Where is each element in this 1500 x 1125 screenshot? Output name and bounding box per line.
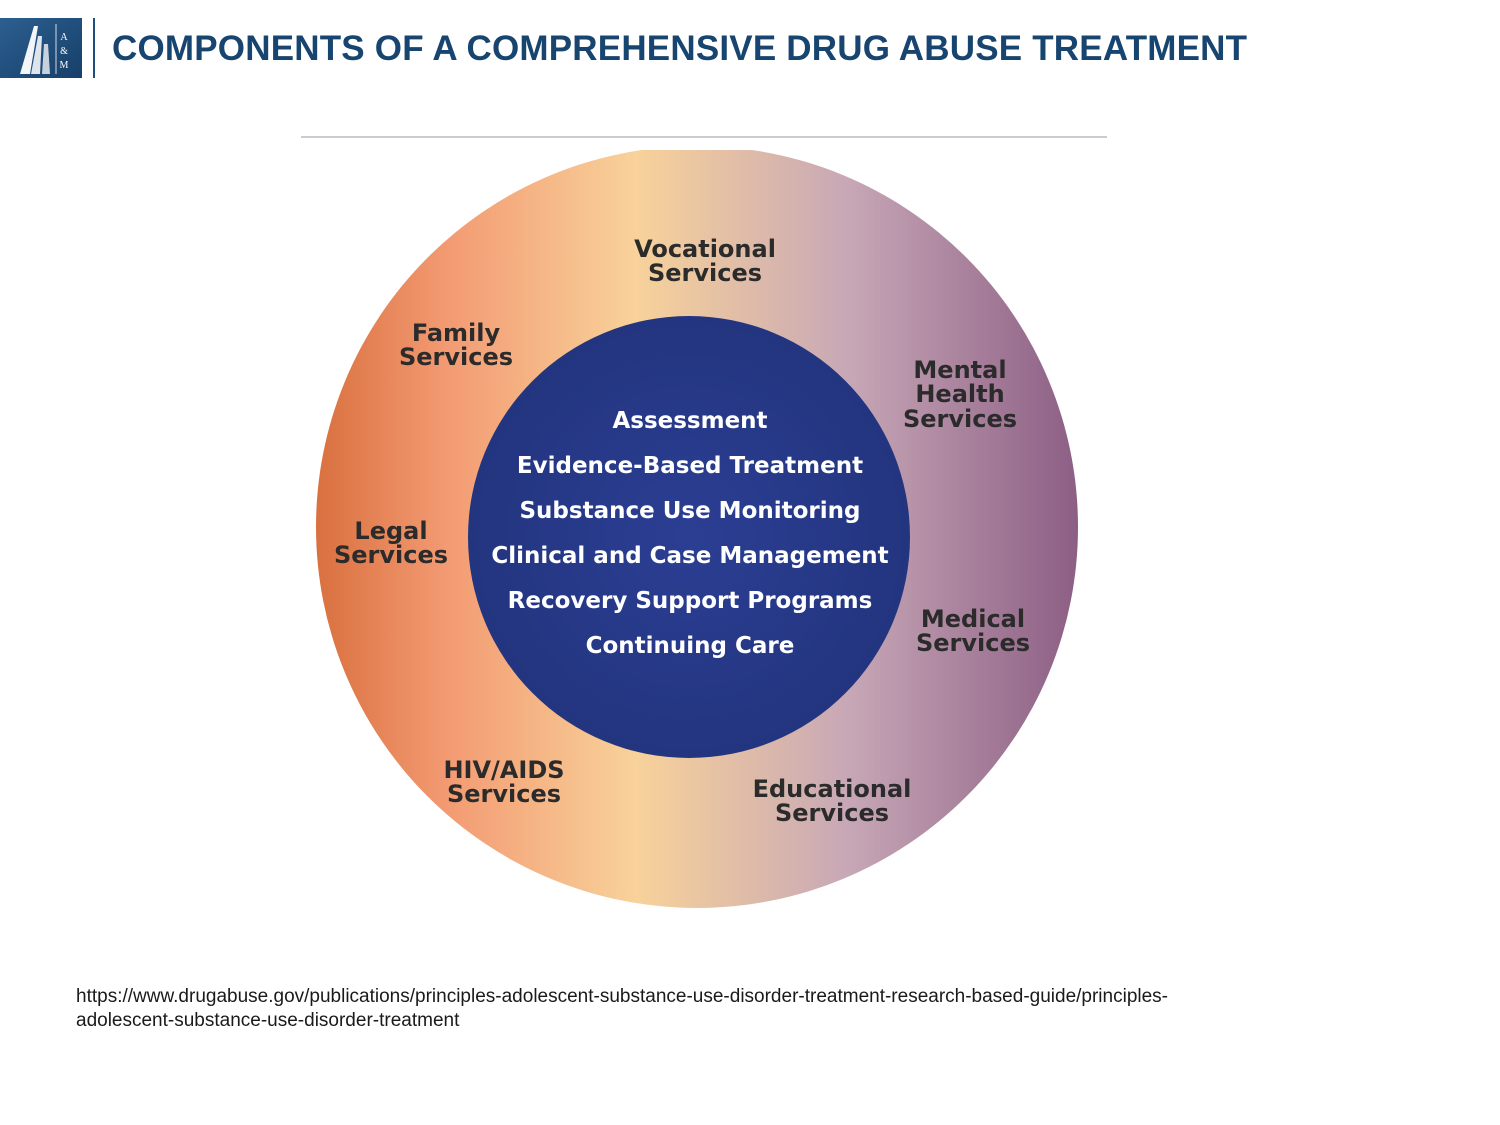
- service-family-line2: Services: [399, 343, 513, 371]
- top-rule: [301, 136, 1107, 138]
- service-family: Family Services: [399, 319, 513, 371]
- service-medical: Medical Services: [916, 605, 1030, 657]
- service-mental-health-line1: Mental: [913, 356, 1006, 384]
- service-legal: Legal Services: [334, 517, 448, 569]
- core-components: Assessment Evidence-Based Treatment Subs…: [491, 408, 888, 659]
- core-component-clinical-case-management: Clinical and Case Management: [491, 543, 888, 569]
- service-medical-line1: Medical: [921, 605, 1025, 633]
- logo-letter-m: M: [60, 60, 69, 71]
- source-citation: https://www.drugabuse.gov/publications/p…: [76, 985, 1296, 1033]
- diagram-svg: Assessment Evidence-Based Treatment Subs…: [316, 146, 1078, 908]
- core-component-continuing-care: Continuing Care: [586, 633, 795, 659]
- service-educational-line2: Services: [775, 799, 889, 827]
- core-component-recovery-support: Recovery Support Programs: [508, 588, 873, 614]
- service-medical-line2: Services: [916, 629, 1030, 657]
- service-educational-line1: Educational: [753, 775, 912, 803]
- am-logo: A & M: [0, 18, 82, 78]
- source-url-line2: adolescent-substance-use-disorder-treatm…: [76, 1010, 460, 1031]
- core-component-evidence-based-treatment: Evidence-Based Treatment: [517, 453, 863, 479]
- service-legal-line2: Services: [334, 541, 448, 569]
- service-labels: Vocational Services Family Services Ment…: [334, 235, 1030, 827]
- page-title: COMPONENTS OF A COMPREHENSIVE DRUG ABUSE…: [112, 29, 1248, 68]
- core-component-substance-use-monitoring: Substance Use Monitoring: [519, 498, 860, 524]
- service-hiv-aids: HIV/AIDS Services: [443, 756, 564, 808]
- service-mental-health-line3: Services: [903, 405, 1017, 433]
- service-hiv-aids-line1: HIV/AIDS: [443, 756, 564, 784]
- service-mental-health-line2: Health: [915, 380, 1004, 408]
- service-legal-line1: Legal: [354, 517, 427, 545]
- service-family-line1: Family: [412, 319, 501, 347]
- service-hiv-aids-line2: Services: [447, 780, 561, 808]
- service-educational: Educational Services: [753, 775, 912, 827]
- source-url-line1: https://www.drugabuse.gov/publications/p…: [76, 986, 1168, 1007]
- inner-circle: [468, 316, 910, 758]
- logo-ampersand: &: [60, 46, 68, 57]
- service-vocational-line1: Vocational: [634, 235, 776, 263]
- title-divider: [93, 18, 95, 78]
- core-component-assessment: Assessment: [612, 408, 767, 434]
- treatment-components-diagram: Assessment Evidence-Based Treatment Subs…: [300, 146, 1100, 930]
- service-vocational-line2: Services: [648, 259, 762, 287]
- service-vocational: Vocational Services: [634, 235, 776, 287]
- service-mental-health: Mental Health Services: [903, 356, 1017, 433]
- am-logo-icon: A & M: [0, 18, 82, 78]
- logo-letter-a: A: [60, 32, 68, 43]
